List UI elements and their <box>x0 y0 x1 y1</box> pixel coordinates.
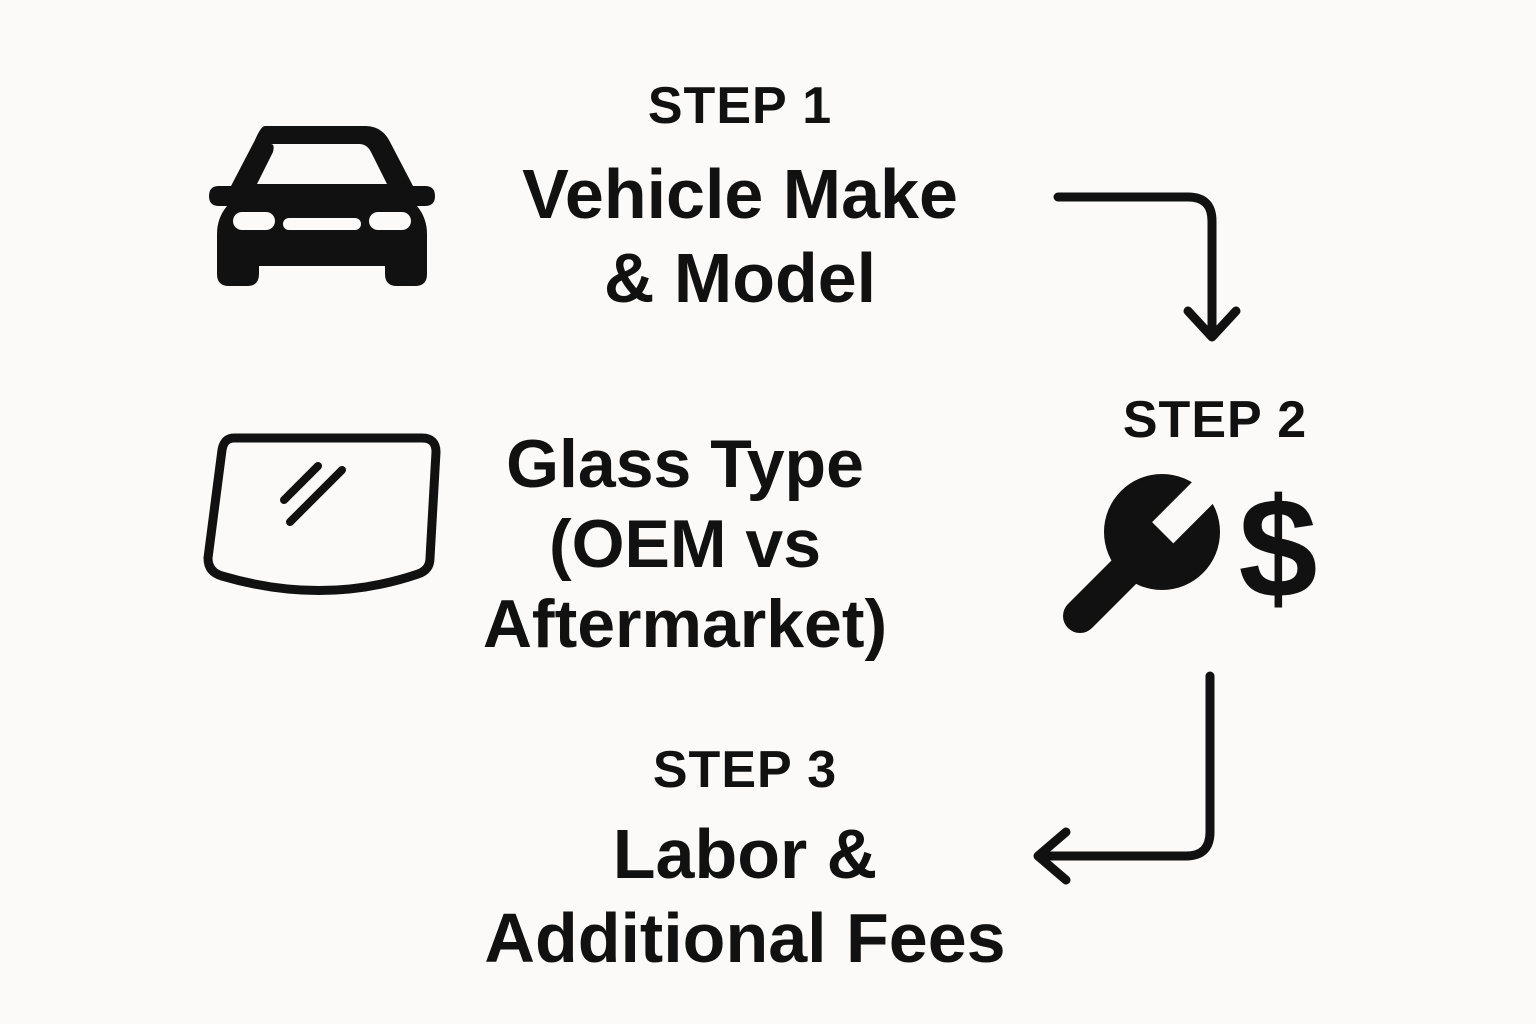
step-3-label: STEP 3 <box>652 741 838 799</box>
step-2-label: STEP 2 <box>1122 391 1308 449</box>
step-3-title-line-1: Labor & <box>612 815 878 893</box>
glass-type-line-3: Aftermarket) <box>482 586 888 662</box>
step-1-title-line-1: Vehicle Make <box>522 155 958 233</box>
glass-type-line-2: (OEM vs <box>548 506 822 582</box>
step-3-title: Labor & Additional Fees <box>455 812 1035 980</box>
windshield-icon <box>203 433 441 595</box>
glass-type-title: Glass Type (OEM vs Aftermarket) <box>430 424 940 664</box>
step-1-title: Vehicle Make & Model <box>470 152 1010 320</box>
car-icon <box>209 126 435 286</box>
glass-type-line-1: Glass Type <box>506 426 864 502</box>
step-1-title-line-2: & Model <box>603 239 877 317</box>
step-1-label: STEP 1 <box>647 77 833 135</box>
step-3-title-line-2: Additional Fees <box>484 899 1006 977</box>
arrow-step1-to-step2 <box>1053 192 1241 342</box>
wrench-icon <box>1063 474 1220 633</box>
dollar-sign-icon: $ <box>1238 469 1318 628</box>
arrow-step2-to-step3 <box>1033 671 1215 885</box>
